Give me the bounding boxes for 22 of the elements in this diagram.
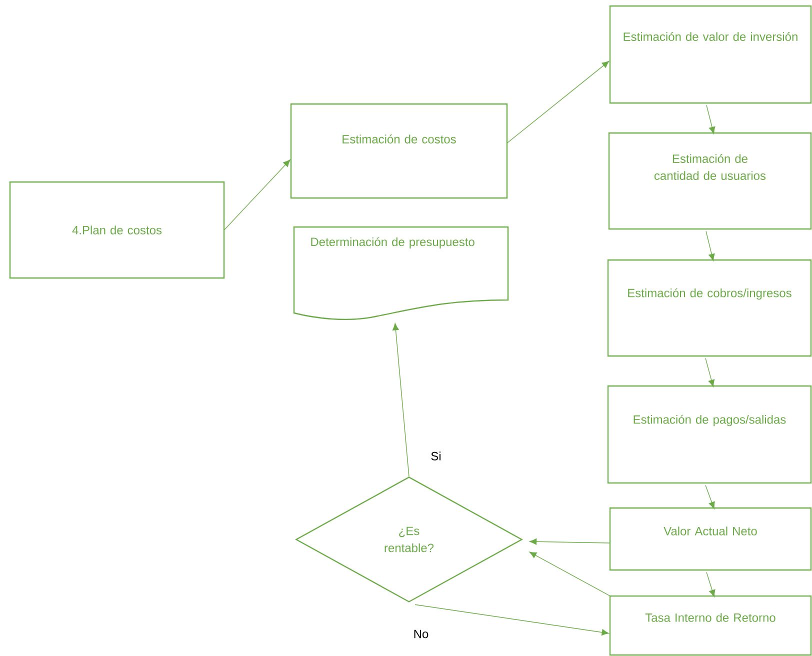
document-box: Determinación de presupuesto (293, 226, 509, 320)
arrow (705, 358, 715, 387)
arrow (706, 230, 715, 261)
process-box: Valor Actual Neto (609, 507, 812, 571)
edge-label: No (412, 628, 430, 640)
arrow (224, 160, 290, 230)
process-box: Estimación de valor de inversión (609, 5, 812, 104)
process-box: Estimación de cobros/ingresos (607, 259, 812, 357)
arrow (414, 604, 609, 636)
process-box: 4.Plan de costos (9, 181, 225, 279)
arrow (706, 104, 716, 134)
edge-label: Si (430, 450, 442, 462)
arrow (705, 484, 715, 509)
process-box: Tasa Interno de Retorno (609, 595, 812, 656)
arrow (529, 552, 610, 596)
process-box: Estimación de pagos/salidas (607, 385, 812, 484)
arrow (392, 323, 410, 477)
arrow (530, 538, 610, 545)
process-box: Estimación de costos (290, 103, 508, 199)
arrow (506, 60, 610, 144)
arrow (706, 572, 716, 597)
process-box: Estimación de cantidad de usuarios (608, 132, 812, 230)
